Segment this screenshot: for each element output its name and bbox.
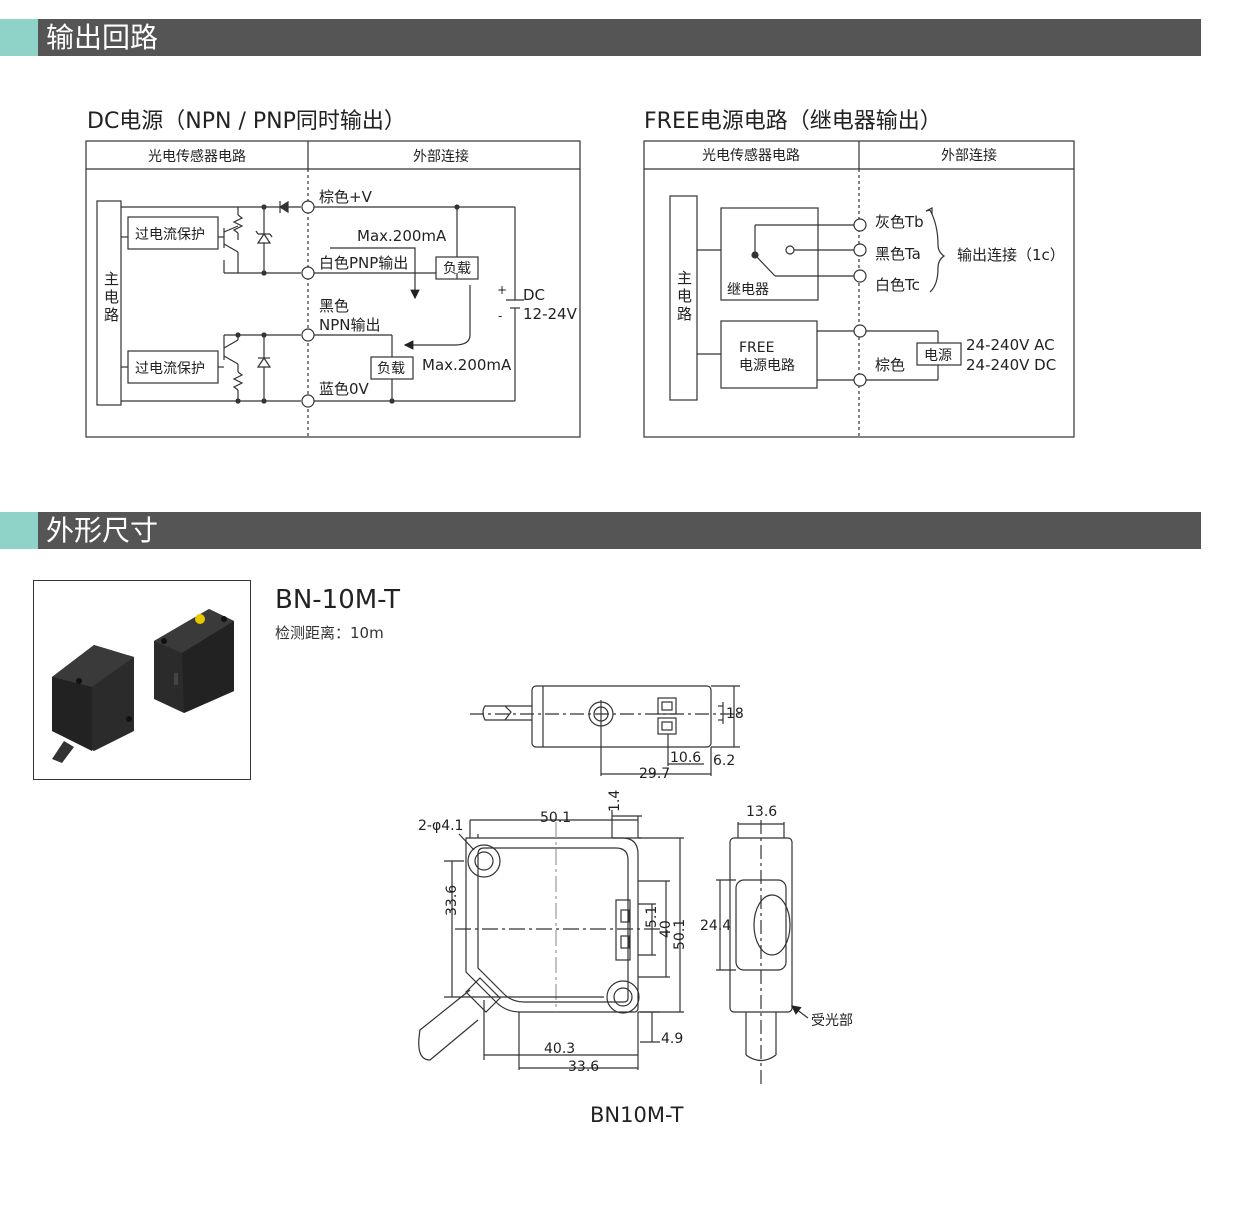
section-accent (0, 512, 38, 549)
front-view-dims: 2-φ4.1 50.1 1.4 33.6 5.1 40 50.1 4.9 40.… (418, 790, 688, 1075)
free-diagram-labels: 光电传感器电路 外部连接 主 电 路 继电器 灰色Tb 黑色Ta 白色Tc 输出… (677, 147, 1065, 374)
dc-voltage-label: 12-24V (523, 305, 578, 323)
dim-40: 40 (658, 920, 674, 938)
free-power-label: 电源 (924, 348, 952, 364)
dim-4-9: 4.9 (661, 1031, 683, 1047)
free-col-left: 光电传感器电路 (702, 147, 800, 164)
dc-diagram-title: DC电源（NPN / PNP同时输出） (87, 109, 406, 134)
dim-5-1: 5.1 (644, 906, 660, 928)
dc-frame (85, 140, 581, 438)
top-view-body (531, 685, 712, 748)
free-main-3: 路 (677, 305, 692, 323)
dim-50-1-right: 50.1 (672, 919, 688, 950)
dim-hole: 2-φ4.1 (418, 818, 463, 834)
dc-blue-label: 蓝色0V (319, 380, 370, 398)
dc-circuit-diagram (85, 140, 581, 438)
dc-main-3: 路 (104, 306, 119, 324)
dim-6-2: 6.2 (713, 753, 735, 769)
dc-main-2: 电 (104, 288, 119, 306)
dc-protect-box-top (127, 216, 219, 250)
dc-main-1: 主 (104, 270, 119, 288)
free-diagram-title: FREE电源电路（继电器输出） (644, 109, 942, 134)
free-dc-label: 24-240V DC (966, 356, 1056, 374)
dim-29-7: 29.7 (639, 766, 670, 782)
free-ac-label: 24-240V AC (966, 336, 1055, 354)
front-view-body (465, 837, 639, 1013)
product-image (52, 609, 234, 763)
section-title: 输出回路 (46, 21, 159, 54)
dc-plus-label: + (497, 283, 507, 297)
dc-diagram-labels: 光电传感器电路 外部连接 主 电 路 过电流保护 过电流保护 棕色+V 白色PN… (104, 148, 578, 398)
dim-18: 18 (726, 706, 744, 722)
section-bar-output-circuit: 输出回路 (0, 19, 1201, 56)
side-view-dims: 13.6 24.4 受光部 (700, 804, 853, 1029)
output-1c-label: 输出连接（1c） (957, 246, 1065, 264)
drawing-caption: BN10M-T (590, 1103, 684, 1127)
dc-protect-top-label: 过电流保护 (135, 227, 205, 243)
section-bar-dimensions: 外形尺寸 (0, 512, 1201, 549)
dim-1-4: 1.4 (607, 790, 623, 812)
side-view-drawing (716, 820, 809, 1086)
gray-tb-label: 灰色Tb (875, 213, 924, 231)
dc-white-label: 白色PNP输出 (319, 254, 408, 272)
white-tc-label: 白色Tc (875, 276, 920, 294)
dc-load-top-label: 负载 (443, 261, 471, 277)
free-label-1: FREE (739, 340, 774, 356)
section-title: 外形尺寸 (46, 514, 159, 547)
relay-box (720, 207, 819, 301)
front-view-drawing (418, 810, 684, 1070)
relay-label: 继电器 (727, 282, 769, 298)
product-photo (33, 580, 251, 780)
free-brown-label: 棕色 (875, 356, 905, 374)
dc-npn-label: NPN输出 (319, 316, 381, 334)
top-view-dims: 18 10.6 6.2 29.7 (639, 706, 744, 782)
dc-col-left: 光电传感器电路 (148, 148, 246, 165)
dc-max-top-label: Max.200mA (357, 227, 447, 245)
free-main-2: 电 (677, 287, 692, 305)
dim-40-3: 40.3 (544, 1041, 575, 1057)
dc-minus-label: - (498, 309, 502, 323)
free-label-2: 电源电路 (739, 358, 795, 374)
product-model: BN-10M-T (275, 585, 401, 615)
dc-col-right: 外部连接 (413, 148, 469, 165)
dim-24-4: 24.4 (700, 918, 731, 934)
dim-13-6: 13.6 (746, 804, 777, 820)
receiver-label: 受光部 (811, 1013, 853, 1029)
dim-33-6-bottom: 33.6 (568, 1059, 599, 1075)
black-ta-label: 黑色Ta (875, 245, 921, 263)
dc-brown-label: 棕色+V (319, 188, 373, 206)
dc-load-bottom-label: 负载 (377, 361, 405, 377)
free-circuit-diagram (643, 140, 1075, 438)
top-view-drawing (470, 685, 740, 776)
dim-10-6: 10.6 (670, 750, 701, 766)
dc-black-label: 黑色 (319, 297, 349, 315)
free-main-1: 主 (677, 269, 692, 287)
dim-33-6-left: 33.6 (444, 885, 460, 916)
dc-max-bottom-label: Max.200mA (422, 356, 512, 374)
dim-50-1-top: 50.1 (540, 810, 571, 826)
dc-dc-label: DC (523, 286, 545, 304)
dc-protect-bottom-label: 过电流保护 (135, 361, 205, 377)
free-power-source-box (916, 342, 962, 366)
detect-distance: 检测距离：10m (275, 624, 384, 642)
section-accent (0, 19, 38, 56)
free-col-right: 外部连接 (941, 147, 997, 164)
